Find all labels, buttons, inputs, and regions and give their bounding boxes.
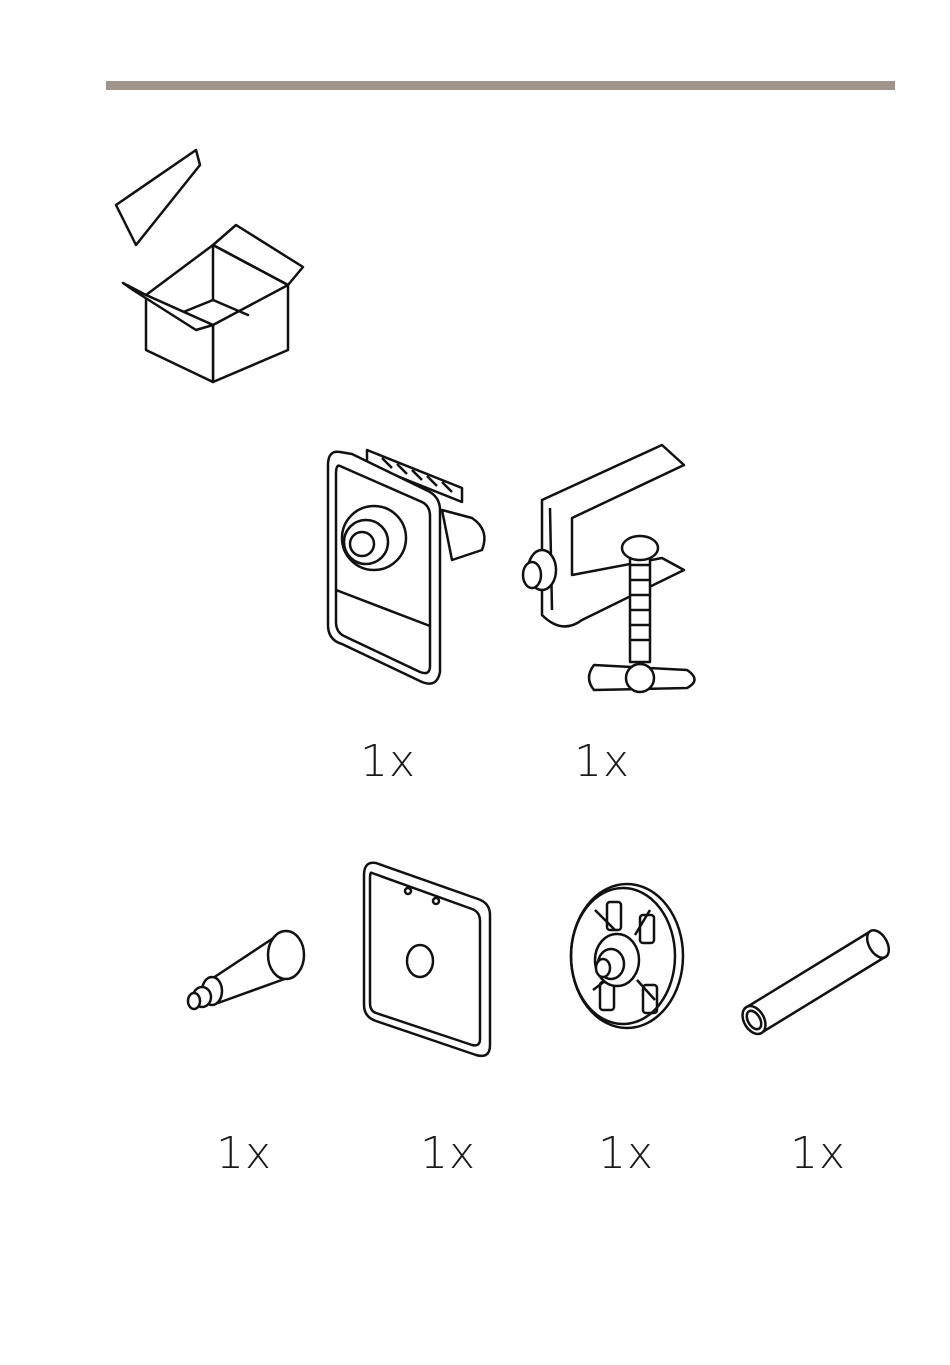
extension-tube-quantity: 1x: [790, 1132, 846, 1176]
header-rule: [106, 81, 895, 90]
cover-plate-quantity: 1x: [420, 1132, 476, 1176]
camera-quantity: 1x: [360, 740, 416, 784]
clamp-mount-icon: [512, 440, 717, 705]
mounting-bracket-icon: [565, 880, 685, 1035]
cover-plate-icon: [356, 855, 496, 1060]
adapter-pin-quantity: 1x: [216, 1132, 272, 1176]
open-box-icon: [108, 145, 308, 390]
adapter-pin-icon: [180, 925, 310, 1020]
camera-icon: [322, 440, 497, 690]
clamp-mount-quantity: 1x: [574, 740, 630, 784]
extension-tube-icon: [735, 925, 895, 1040]
mounting-bracket-quantity: 1x: [598, 1132, 654, 1176]
